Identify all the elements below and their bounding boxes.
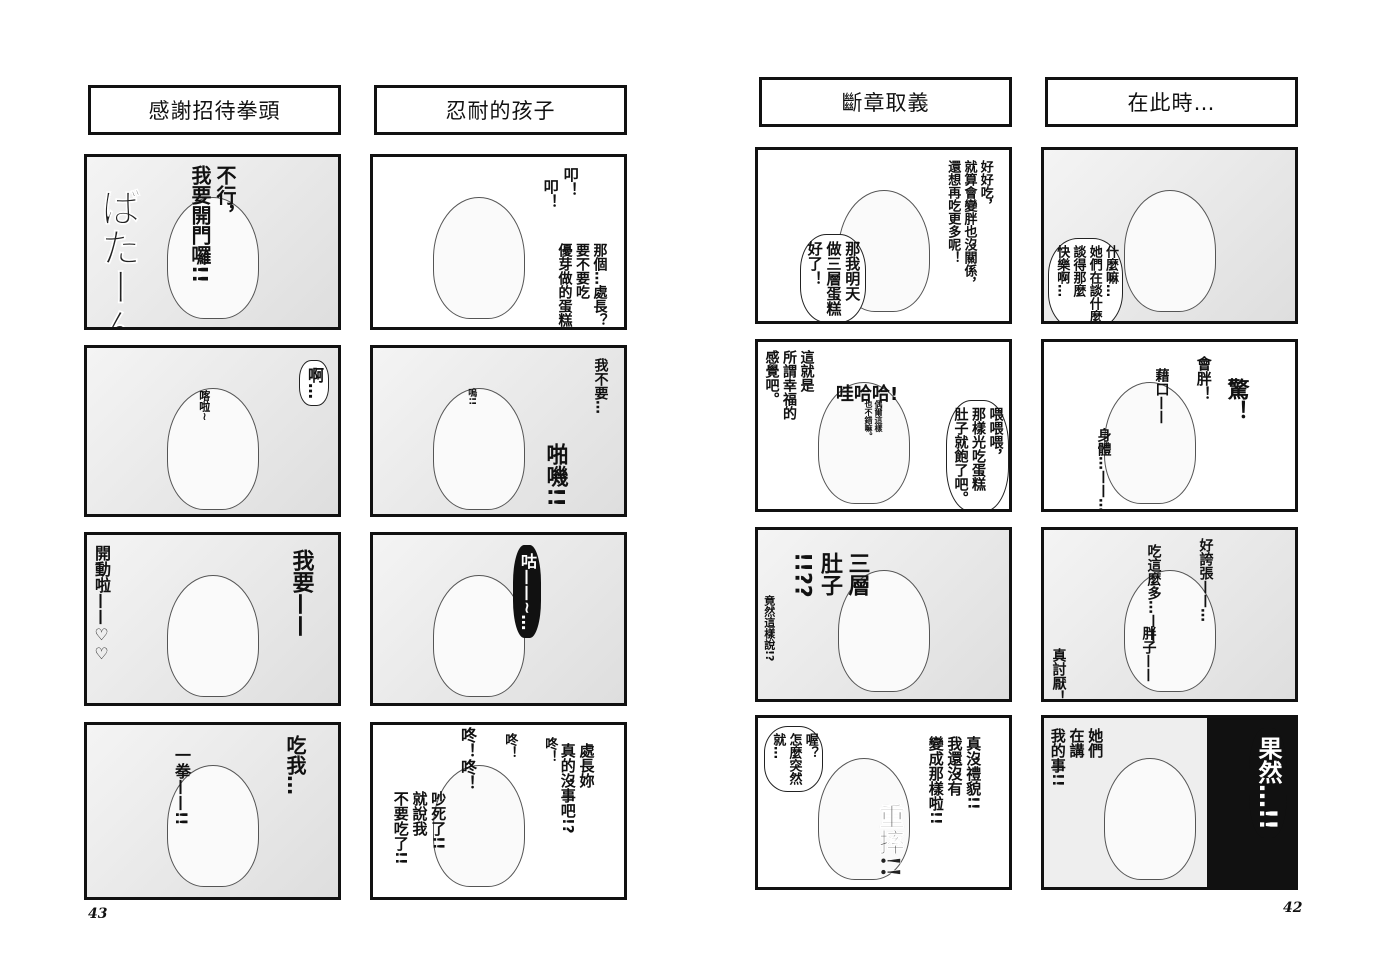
character-drawing <box>433 765 525 887</box>
speech-text: 真沒禮貌!! 我還沒有 變成那樣啦!! <box>926 736 983 825</box>
character-drawing <box>167 197 259 319</box>
character-drawing <box>1124 570 1216 692</box>
speech-text: 啊… <box>299 360 329 406</box>
comic-panel: 好好吃， 就算會變胖也沒關係， 還想再吃更多呢！ 那我明天 做三層蛋糕 好了！ <box>755 147 1012 324</box>
comic-panel: 叩！叩！ 那個…處長？ 要不要吃 優芽做的蛋糕？ <box>370 154 627 330</box>
comic-panel: 咕——~… <box>370 532 627 706</box>
sound-effect-text: ばたーん!! <box>94 187 142 330</box>
character-drawing <box>1104 382 1196 504</box>
speech-text: 處長妳 真的沒事吧!? <box>558 743 596 834</box>
strip-title: 斷章取義 <box>759 77 1012 127</box>
speech-text: 真討厭！ <box>1050 648 1067 702</box>
strip-title: 在此時… <box>1045 77 1298 127</box>
comic-panel: 我不要… 嗚!! 啪嘰!! <box>370 345 627 517</box>
strip-title: 忍耐的孩子 <box>374 85 627 135</box>
comic-panel: 開動啦——♡♡ 我要—— <box>84 532 341 706</box>
comic-panel: 她們 在講 我的事!! 果然…!! <box>1041 715 1298 890</box>
speech-text: 咕——~… <box>513 545 541 639</box>
comic-panel: 三層 肚子 !!?? 竟然這樣說!? <box>755 527 1012 702</box>
speech-text: 好誇張——… <box>1197 538 1214 622</box>
speech-text: 一拳——!! <box>172 747 191 826</box>
character-drawing <box>167 575 259 697</box>
comic-panel: 喔？ 怎麼突然 就… 真沒禮貌!! 我還沒有 變成那樣啦!! 重摔!! <box>755 715 1012 890</box>
character-drawing <box>433 388 525 510</box>
speech-text: 喀啦~ <box>197 390 211 422</box>
speech-text: 咚！ <box>502 733 518 759</box>
speech-text: 我不要… <box>592 358 609 414</box>
speech-text: 咚！ <box>542 737 558 763</box>
speech-text: 不行， 我要開門囉!! <box>188 165 237 284</box>
speech-text: 哇哈哈! <box>836 384 899 405</box>
speech-text: 偶爾這樣 也不錯嘛。 <box>864 400 883 440</box>
character-drawing <box>1124 190 1216 312</box>
speech-text: 果然…!! <box>1249 728 1287 838</box>
comic-panel: 這就是 所謂幸福的 感覺吧。哇哈哈!偶爾這樣 也不錯嘛。 喂喂喂， 那樣光吃蛋糕 … <box>755 339 1012 512</box>
comic-panel: 會胖！ 藉口—— 身體…——… 驚！ <box>1041 339 1298 512</box>
character-drawing <box>818 758 910 880</box>
character-drawing <box>433 197 525 319</box>
character-drawing <box>818 382 910 504</box>
speech-text: 驚！ <box>1223 378 1249 422</box>
speech-text: 那個…處長？ 要不要吃 優芽做的蛋糕？ <box>556 243 608 330</box>
speech-text: 叩！ <box>541 179 560 209</box>
comic-panel: 什麼嘛… 她們在談什麼 談得那麼 快樂啊… <box>1041 147 1298 324</box>
speech-text: 啪嘰!! <box>542 443 568 508</box>
speech-text: 藉口—— <box>1153 368 1170 424</box>
page-number-right: 42 <box>1283 900 1303 916</box>
speech-text: 這就是 所謂幸福的 感覺吧。 <box>763 350 815 420</box>
speech-text: 吵死了!! 就說我 不要吃了!! <box>391 791 448 865</box>
speech-text: 三層 肚子 !!?? <box>789 552 870 598</box>
character-drawing <box>1104 758 1196 880</box>
comic-panel: 啊… 喀啦~ <box>84 345 341 517</box>
speech-text: 我要—— <box>288 549 314 637</box>
speech-text: 叩！ <box>561 167 580 197</box>
speech-text: 好好吃， 就算會變胖也沒關係， 還想再吃更多呢！ <box>945 160 993 290</box>
page-number-left: 43 <box>88 906 108 922</box>
speech-text: 咚！咚！ <box>458 727 477 791</box>
speech-text: 吃這麼多…—— <box>1145 544 1162 642</box>
speech-text: 喔？ 怎麼突然 就… <box>764 726 823 792</box>
speech-text: 會胖！ <box>1194 356 1213 401</box>
speech-text: 喂喂喂， 那樣光吃蛋糕 肚子就飽了吧。 <box>946 400 1009 509</box>
character-drawing <box>167 765 259 887</box>
sound-effect-text: 重摔!! <box>874 803 905 878</box>
comic-panel: 吃我… 一拳——!! <box>84 722 341 900</box>
strip-title: 感謝招待拳頭 <box>88 85 341 135</box>
speech-text: 什麼嘛… 她們在談什麼 談得那麼 快樂啊… <box>1048 238 1123 321</box>
speech-text: 她們 在講 我的事!! <box>1048 728 1105 787</box>
speech-text: 胖子—— <box>1140 626 1157 682</box>
speech-text: 身體…——… <box>1095 428 1112 512</box>
speech-text: 吃我… <box>283 735 307 795</box>
speech-text: 嗚!! <box>466 388 477 406</box>
speech-text: 開動啦——♡♡ <box>92 545 111 663</box>
character-drawing <box>433 575 525 697</box>
speech-text: 竟然這樣說!? <box>762 595 776 662</box>
comic-panel: 處長妳 真的沒事吧!?咚！咚！咚！咚！吵死了!! 就說我 不要吃了!! <box>370 722 627 900</box>
comic-panel: 不行， 我要開門囉!! ばたーん!! <box>84 154 341 330</box>
character-drawing <box>838 570 930 692</box>
comic-panel: 好誇張——… 吃這麼多…——胖子—— 真討厭！ <box>1041 527 1298 702</box>
character-drawing <box>167 388 259 510</box>
speech-text: 那我明天 做三層蛋糕 好了！ <box>800 234 867 321</box>
